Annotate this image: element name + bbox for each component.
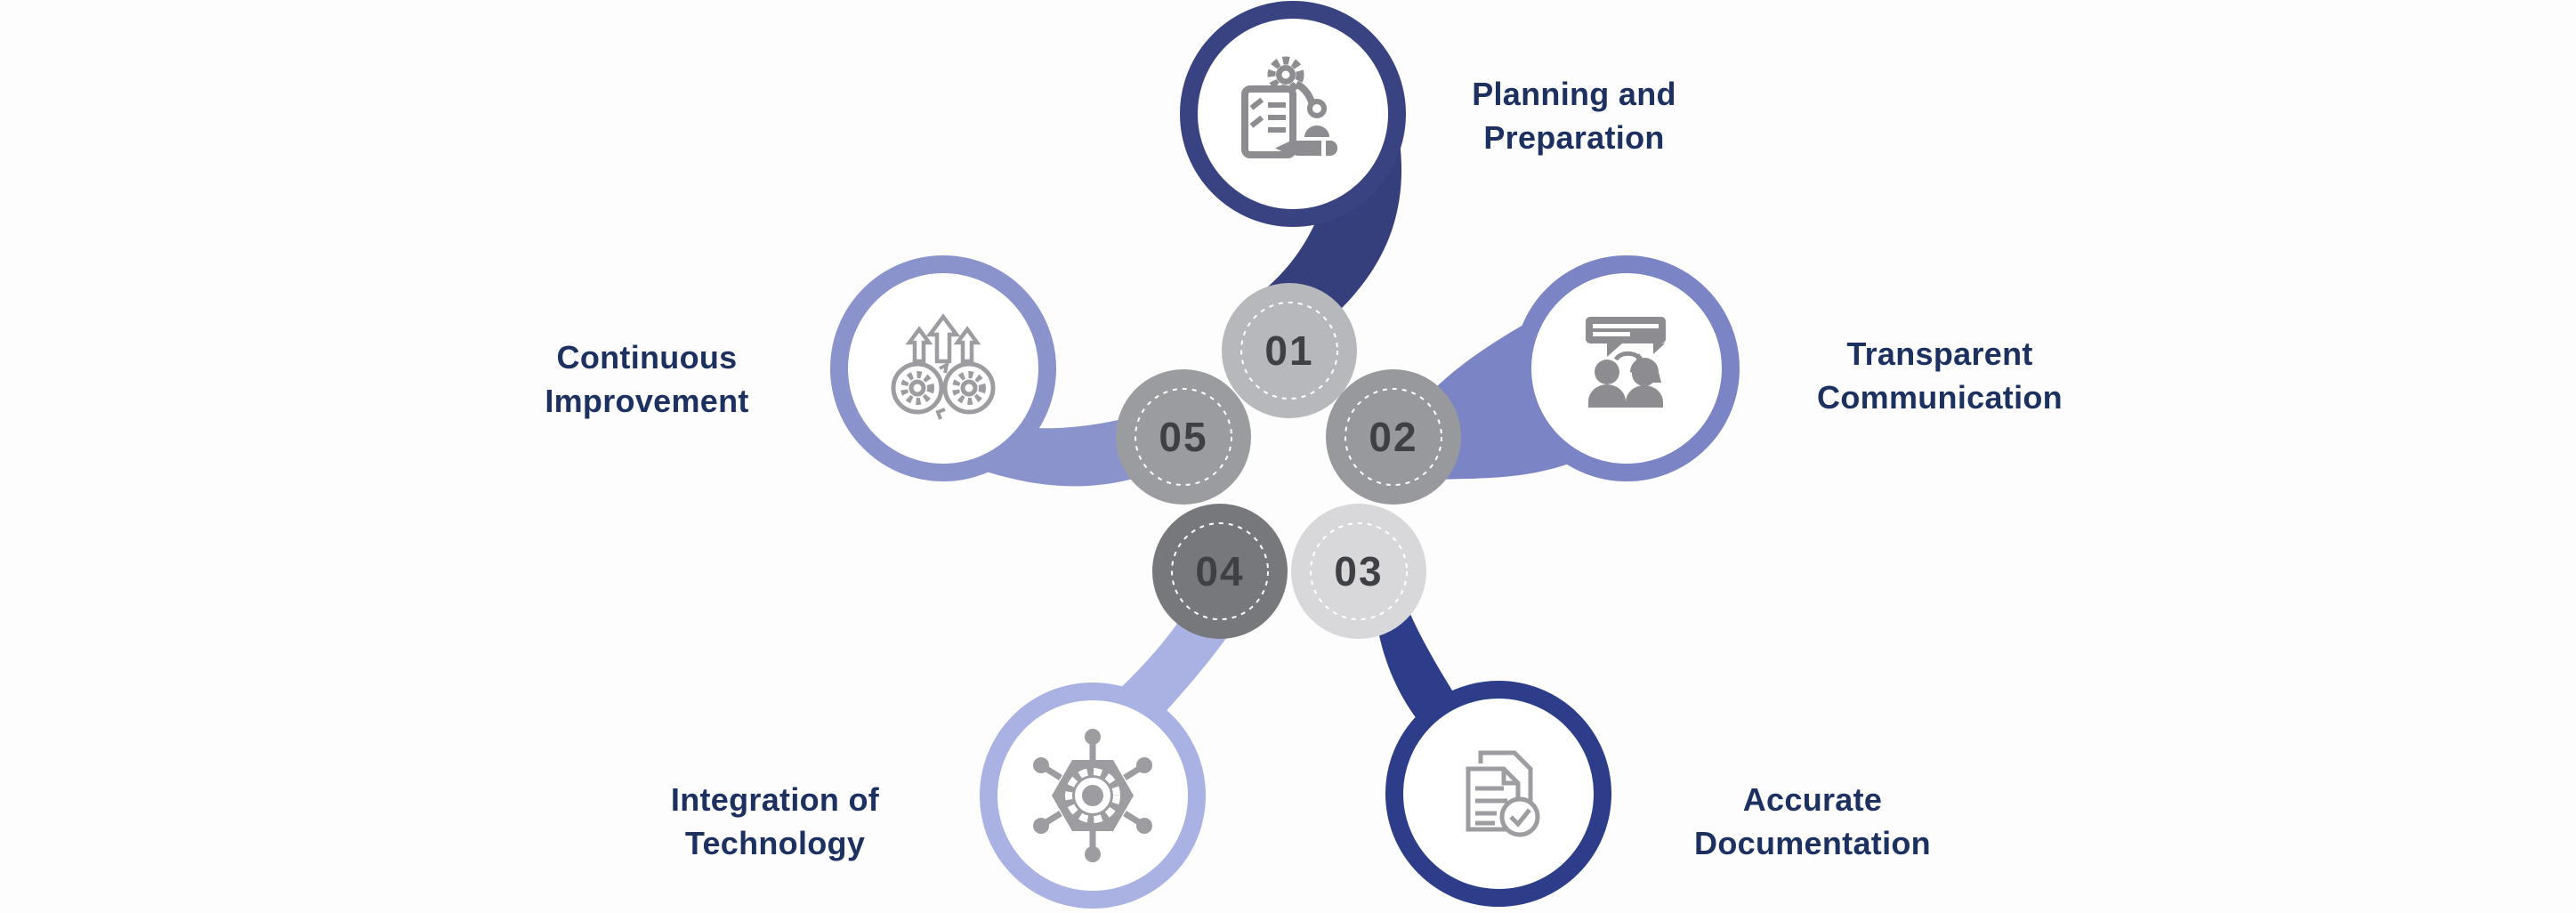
- label-line: Accurate: [1742, 781, 1883, 818]
- ring-circle-communication: [1514, 255, 1740, 481]
- dashed-inner-circle-02: [1345, 388, 1442, 486]
- clipboard-checklist-gear-pencil-icon: [1241, 56, 1337, 158]
- step-number-04: 04: [1195, 548, 1244, 594]
- step-circle-02: 02: [1326, 369, 1461, 505]
- step-number-03: 03: [1334, 548, 1383, 594]
- label-planning-and-preparation: Planning and Preparation: [1472, 72, 1676, 159]
- label-line: Integration of: [670, 781, 880, 818]
- dashed-inner-circle-05: [1135, 388, 1232, 486]
- step-circle-01: 01: [1222, 283, 1357, 418]
- step-circle-04: 04: [1152, 504, 1288, 639]
- label-accurate-documentation: Accurate Documentation: [1694, 778, 1931, 865]
- label-line: Planning and: [1472, 76, 1676, 112]
- label-line: Continuous: [556, 339, 738, 376]
- hexagon-gear-network-icon: [1033, 729, 1152, 862]
- people-speech-bubble-icon: [1586, 317, 1666, 408]
- label-line: Communication: [1817, 379, 2063, 416]
- label-line: Preparation: [1483, 119, 1665, 156]
- label-line: Improvement: [545, 383, 749, 419]
- label-integration-of-technology: Integration of Technology: [671, 778, 879, 865]
- step-circle-03: 03: [1291, 504, 1426, 639]
- label-continuous-improvement: Continuous Improvement: [545, 335, 748, 423]
- step-number-02: 02: [1369, 414, 1417, 460]
- label-transparent-communication: Transparent Communication: [1817, 332, 2063, 419]
- documents-checkmark-icon: [1466, 750, 1540, 837]
- step-number-05: 05: [1159, 414, 1207, 460]
- label-line: Technology: [684, 825, 866, 861]
- label-line: Transparent: [1846, 335, 2033, 372]
- dashed-inner-circle-04: [1171, 522, 1269, 620]
- infinity-gears-arrows-icon: [891, 313, 996, 420]
- label-line: Documentation: [1694, 825, 1931, 861]
- step-number-01: 01: [1264, 327, 1313, 374]
- dashed-inner-circle-01: [1240, 302, 1338, 400]
- dashed-inner-circle-03: [1310, 522, 1408, 620]
- step-circle-05: 05: [1116, 369, 1251, 505]
